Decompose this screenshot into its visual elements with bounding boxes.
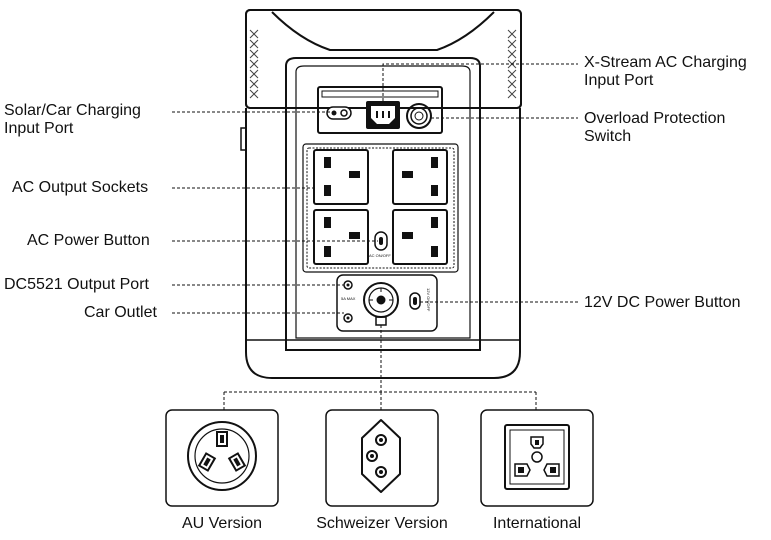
- dc-on-off-marking: 12V ON/OFF: [426, 288, 431, 312]
- ac-on-off-marking: AC ON/OFF: [369, 253, 391, 258]
- power-station-body: [240, 9, 522, 379]
- label-ac-power-button: AC Power Button: [27, 232, 150, 249]
- overload-protection-switch: [406, 103, 432, 129]
- label-solar-car-charging-port: Solar/Car Charging Input Port: [4, 102, 141, 137]
- solar-car-charging-port: [326, 106, 352, 120]
- label-xstream-ac-charging-port: X-Stream AC Charging Input Port: [584, 54, 747, 89]
- dc5521-output-port: [343, 313, 353, 323]
- swiss-socket-icon: [325, 409, 439, 507]
- caption-au-version: AU Version: [181, 515, 263, 532]
- ac-power-button: [374, 231, 388, 251]
- au-socket-icon: [165, 409, 279, 507]
- label-12v-dc-power-button: 12V DC Power Button: [584, 294, 741, 311]
- label-ac-output-sockets: AC Output Sockets: [12, 179, 149, 196]
- ac-outlet-panel: [302, 143, 459, 273]
- dc5521-output-port: [343, 280, 353, 290]
- dc-max-marking: 5A MAX: [341, 296, 356, 301]
- ac-socket: [392, 209, 448, 265]
- ac-socket: [313, 149, 369, 205]
- ac-socket: [313, 209, 369, 265]
- label-overload-protection-switch: Overload Protection Switch: [584, 110, 726, 145]
- car-outlet: [363, 282, 399, 326]
- input-port-bay: [317, 86, 443, 134]
- label-car-outlet: Car Outlet: [84, 304, 157, 321]
- dc-output-panel: [336, 274, 438, 332]
- caption-international: International: [492, 515, 582, 532]
- xstream-ac-input-port: [366, 101, 400, 129]
- dc-power-button: [409, 292, 421, 310]
- ac-socket: [392, 149, 448, 205]
- caption-schweizer-version: Schweizer Version: [316, 515, 448, 532]
- universal-socket-icon: [480, 409, 594, 507]
- callout-leaders: [172, 63, 578, 410]
- label-dc5521-output-port: DC5521 Output Port: [4, 276, 149, 293]
